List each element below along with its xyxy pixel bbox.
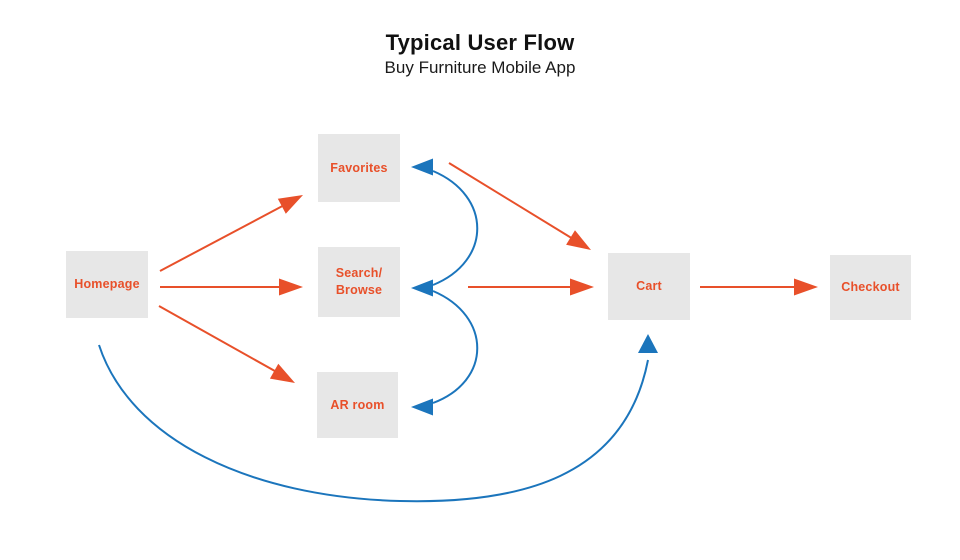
node-search-browse: Search/ Browse — [318, 247, 400, 317]
arc-search-browse-ar-room — [411, 290, 479, 416]
node-homepage-label: Homepage — [74, 277, 140, 292]
node-cart-label: Cart — [636, 279, 662, 294]
arrow-homepage-to-ar-room — [158, 305, 295, 383]
node-cart: Cart — [608, 253, 690, 320]
diagram-header: Typical User Flow Buy Furniture Mobile A… — [0, 30, 960, 79]
arrow-cart-to-checkout — [700, 278, 818, 296]
arrow-search-browse-to-cart — [468, 278, 594, 296]
arrow-homepage-to-search-browse — [160, 278, 303, 296]
node-checkout: Checkout — [830, 255, 911, 320]
node-homepage: Homepage — [66, 251, 148, 318]
curve-homepage-to-cart — [98, 334, 658, 503]
node-ar-room: AR room — [317, 372, 398, 438]
arc-favorites-search-browse — [411, 158, 479, 297]
node-favorites-label: Favorites — [330, 160, 388, 175]
node-ar-room-label: AR room — [330, 397, 385, 412]
arrow-favorites-to-cart — [448, 162, 591, 250]
page-subtitle: Buy Furniture Mobile App — [384, 58, 576, 78]
node-search-browse-label: Search/ Browse — [335, 266, 383, 297]
node-favorites: Favorites — [318, 134, 400, 202]
arrow-homepage-to-favorites — [159, 195, 303, 272]
page-title: Typical User Flow — [385, 30, 575, 55]
node-checkout-label: Checkout — [841, 280, 900, 295]
